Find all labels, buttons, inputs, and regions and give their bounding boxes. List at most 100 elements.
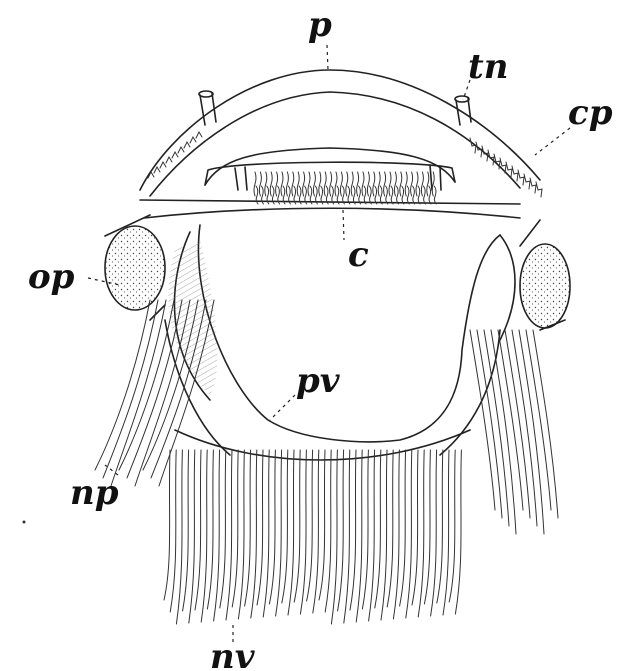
filament	[369, 450, 375, 621]
comb-tooth	[319, 172, 321, 196]
comb-tooth	[297, 172, 299, 196]
comb-plate	[536, 182, 542, 197]
filament	[195, 450, 201, 610]
filament	[381, 450, 387, 620]
comb-tooth	[303, 172, 305, 196]
comb-tooth	[292, 172, 294, 196]
comb-tooth	[351, 172, 353, 196]
label-c: c	[348, 235, 369, 275]
comb-plate	[482, 146, 488, 161]
comb-plate	[172, 152, 178, 158]
comb-tooth	[346, 172, 348, 196]
comb-tooth	[348, 186, 350, 204]
filament	[269, 450, 275, 604]
comb-tooth	[386, 186, 388, 204]
label-cp: cp	[568, 93, 613, 133]
filament	[294, 450, 300, 602]
label-p: p	[308, 5, 332, 45]
filament	[512, 330, 537, 526]
filament	[103, 300, 158, 478]
comb-plate	[160, 162, 166, 168]
filament	[455, 450, 461, 614]
comb-tooth	[265, 172, 267, 196]
comb-tooth	[407, 186, 409, 204]
comb-tooth	[369, 186, 371, 204]
filament	[207, 450, 213, 609]
filament	[431, 450, 437, 616]
comb-tooth	[335, 172, 337, 196]
comb-tooth	[340, 172, 342, 196]
filament	[344, 450, 350, 623]
comb-tooth	[364, 186, 366, 204]
filament	[95, 300, 150, 470]
filament	[331, 450, 337, 624]
comb-tooth	[281, 172, 283, 196]
filament	[220, 450, 226, 608]
filament	[387, 450, 393, 607]
filament	[183, 450, 189, 611]
filament	[189, 450, 195, 623]
comb-tooth	[254, 172, 256, 196]
comb-tooth	[434, 186, 436, 204]
filament	[325, 450, 331, 612]
comb-plate	[178, 147, 184, 153]
comb-tooth	[276, 172, 278, 196]
comb-tooth	[342, 186, 344, 204]
comb-plate	[166, 157, 172, 163]
comb-plate	[184, 142, 190, 148]
comb-tooth	[380, 186, 382, 204]
filament	[350, 450, 356, 610]
filament	[176, 450, 182, 624]
label-tn: tn	[468, 47, 508, 87]
comb-tooth	[357, 172, 359, 196]
comb-plate	[524, 174, 530, 189]
filament	[412, 450, 418, 605]
comb-tooth	[270, 172, 272, 196]
comb-tooth	[402, 186, 404, 204]
comb-tooth	[359, 186, 361, 204]
comb-tooth	[421, 172, 423, 196]
comb-tooth	[313, 172, 315, 196]
label-nv: nv	[210, 637, 256, 671]
filament	[257, 450, 263, 605]
comb-tooth	[423, 186, 425, 204]
filament	[406, 450, 412, 618]
filament	[356, 450, 362, 622]
filament	[276, 450, 282, 616]
central-comb	[254, 172, 436, 204]
filament	[282, 450, 288, 603]
filament	[201, 450, 207, 622]
filament	[164, 450, 170, 600]
tentacle-stubs	[199, 91, 471, 190]
comb-tooth	[429, 186, 431, 204]
comb-tooth	[362, 172, 364, 196]
filament	[238, 450, 244, 619]
right-comb-plates	[470, 138, 542, 197]
filament	[263, 450, 269, 617]
filament	[393, 450, 399, 619]
filament	[288, 450, 294, 615]
comb-tooth	[416, 172, 418, 196]
filament	[214, 450, 220, 621]
label-np: np	[70, 473, 119, 513]
filament	[319, 450, 325, 600]
comb-tooth	[353, 186, 355, 204]
comb-tooth	[367, 172, 369, 196]
filament	[245, 450, 251, 606]
central-body	[168, 225, 515, 442]
filament	[362, 450, 368, 609]
comb-tooth	[324, 172, 326, 196]
fringe-filaments	[95, 300, 558, 624]
figure-labels: p tn cp c op pv np nv	[28, 5, 613, 671]
comb-plate	[530, 178, 536, 193]
filament	[375, 450, 381, 608]
comb-plate	[154, 167, 160, 173]
comb-tooth	[411, 172, 413, 196]
comb-tooth	[394, 172, 396, 196]
comb-tooth	[330, 172, 332, 196]
comb-tooth	[389, 172, 391, 196]
filament	[170, 450, 176, 612]
comb-tooth	[427, 172, 429, 196]
filament	[313, 450, 319, 613]
